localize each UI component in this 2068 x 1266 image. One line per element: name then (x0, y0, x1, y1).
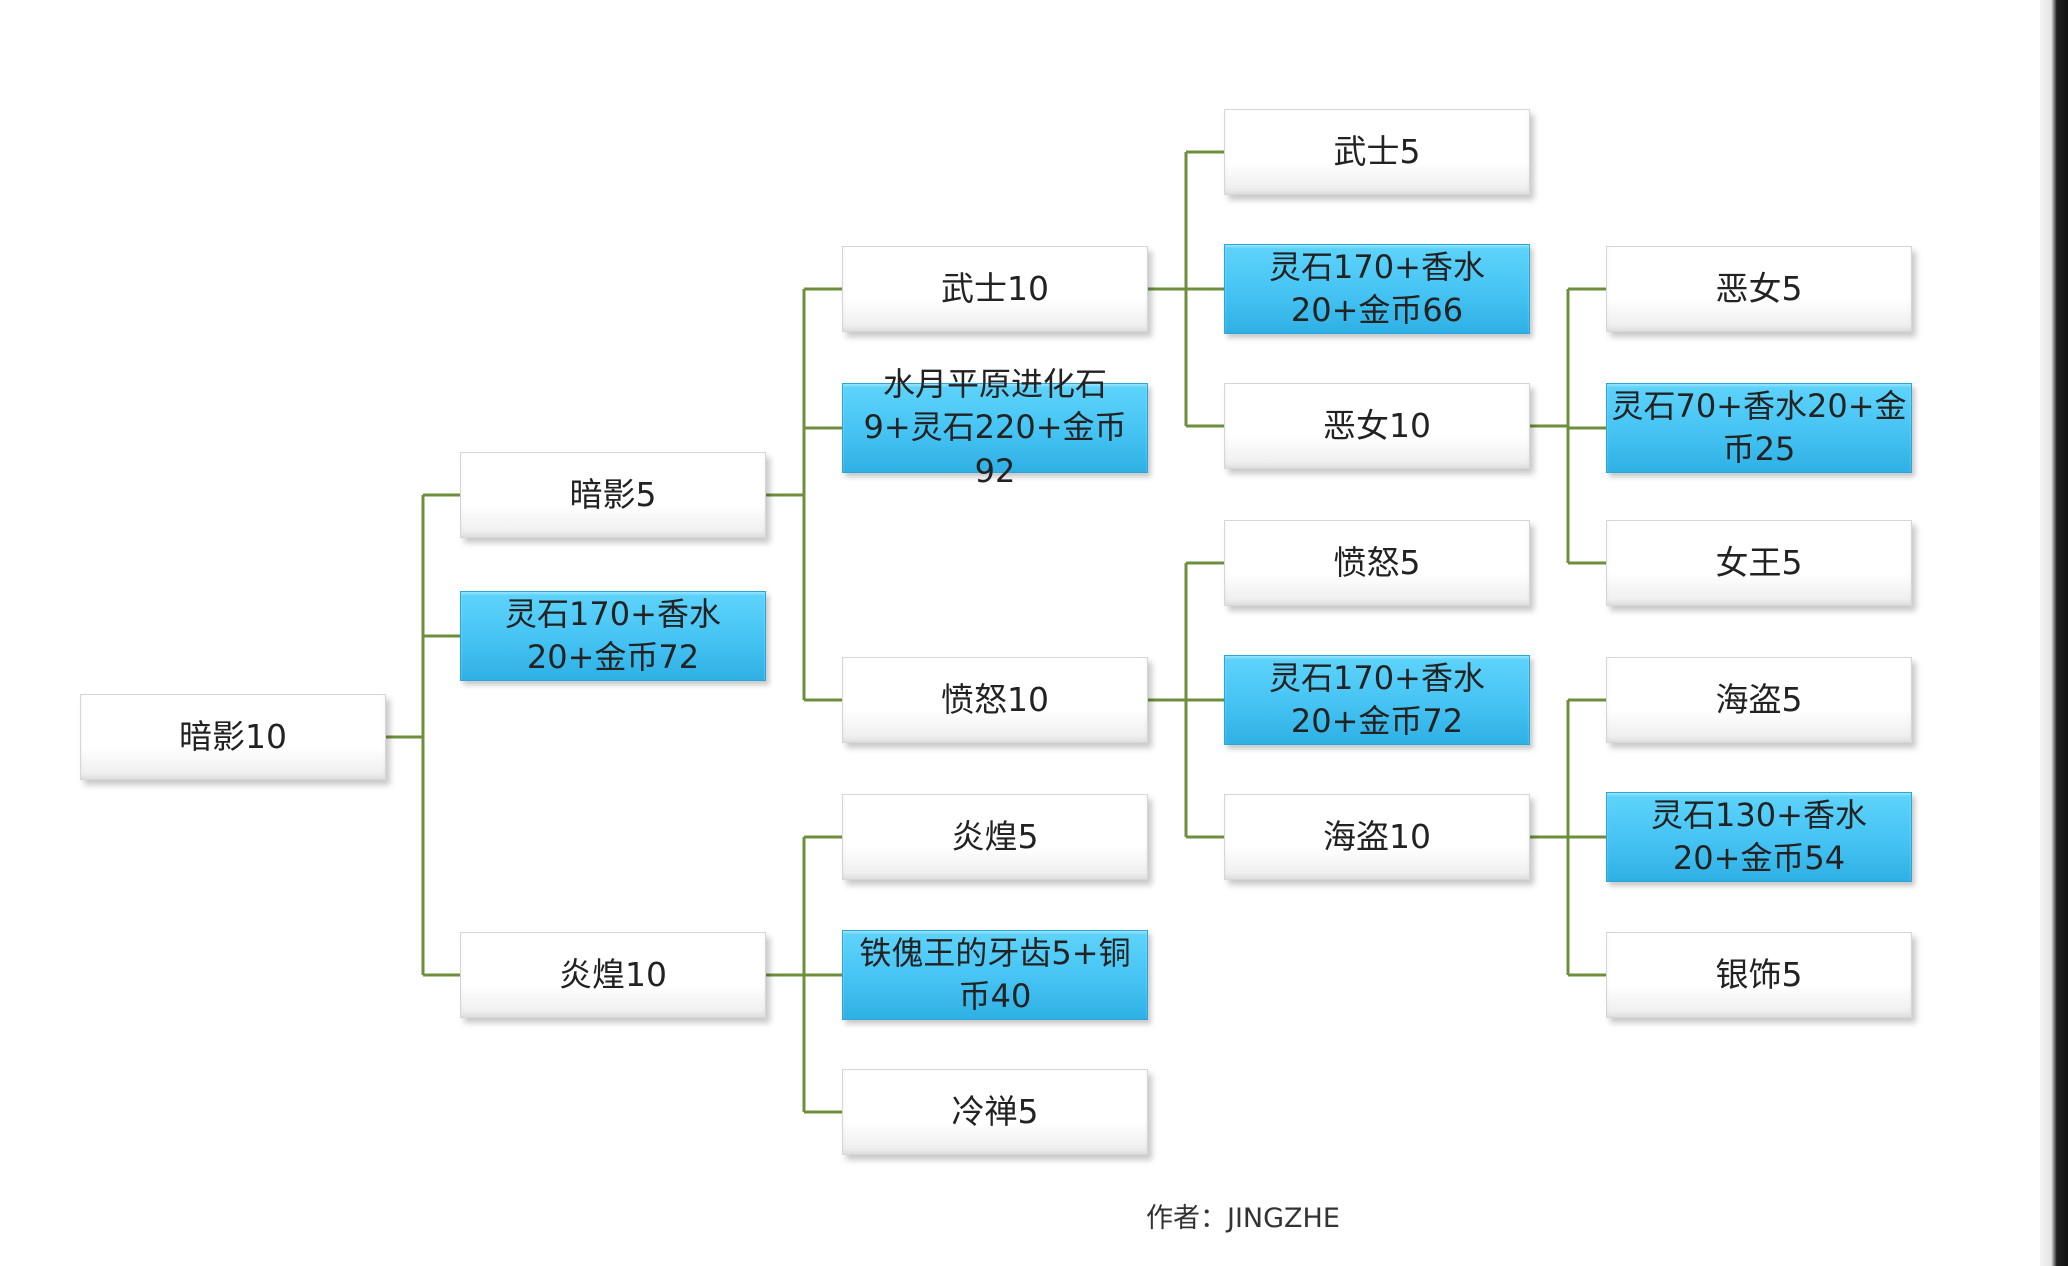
cost-node: 水月平原进化石9+灵石220+金币92 (842, 365, 1148, 490)
cost-node: 灵石170+香水20+金币66 (1224, 244, 1530, 334)
pet-node: 银饰5 (1606, 932, 1912, 1018)
cost-node: 灵石170+香水20+金币72 (1224, 655, 1530, 745)
pet-node: 恶女5 (1606, 246, 1912, 332)
pet-node: 武士5 (1224, 109, 1530, 195)
pet-node: 恶女10 (1224, 383, 1530, 469)
window-edge (2040, 0, 2068, 1266)
pet-node: 海盗5 (1606, 657, 1912, 743)
cost-node: 灵石170+香水20+金币72 (460, 591, 766, 681)
pet-node: 炎煌5 (842, 794, 1148, 880)
pet-node: 冷禅5 (842, 1069, 1148, 1155)
pet-node: 海盗10 (1224, 794, 1530, 880)
pet-node: 炎煌10 (460, 932, 766, 1018)
pet-node: 暗影10 (80, 694, 386, 780)
cost-node: 灵石70+香水20+金币25 (1606, 383, 1912, 473)
pet-node: 愤怒10 (842, 657, 1148, 743)
pet-node: 武士10 (842, 246, 1148, 332)
pet-node: 女王5 (1606, 520, 1912, 606)
author-credit: 作者：JINGZHE (1146, 1203, 1340, 1234)
cost-node: 灵石130+香水20+金币54 (1606, 792, 1912, 882)
cost-node: 铁傀王的牙齿5+铜币40 (842, 930, 1148, 1020)
pet-node: 暗影5 (460, 452, 766, 538)
pet-node: 愤怒5 (1224, 520, 1530, 606)
